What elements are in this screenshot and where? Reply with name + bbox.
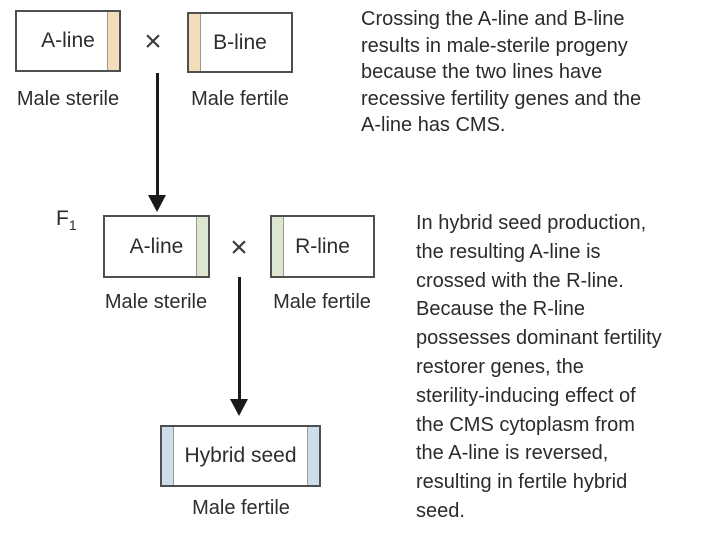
b-line-box: B-line [187, 12, 293, 73]
hybrid-seed-status: Male fertile [192, 497, 290, 519]
hybrid-seed-stripe-right [307, 427, 319, 485]
a-line-box-cross2: A-line [103, 215, 210, 278]
f1-base: F [56, 207, 69, 230]
hybrid-seed-stripe-left [162, 427, 174, 485]
arrow-line-f1-to-hybrid [238, 277, 241, 400]
r-line-status: Male fertile [273, 291, 371, 313]
f1-subscript: 1 [68, 217, 77, 234]
a-line-status-cross2: Male sterile [104, 291, 208, 313]
a-line-label: A-line [41, 29, 95, 52]
annotation-cross1: Crossing the A-line and B-line results i… [361, 8, 642, 136]
cross-symbol-2: × [230, 231, 248, 264]
r-line-box: R-line [270, 215, 375, 278]
hybrid-seed-label: Hybrid seed [184, 444, 297, 467]
arrow-head-f1-to-hybrid [230, 399, 248, 416]
r-line-stripe [272, 217, 284, 276]
r-line-label: R-line [295, 234, 350, 258]
hybrid-seed-box: Hybrid seed [160, 425, 321, 487]
a-line-cytoplasm-stripe [107, 12, 119, 70]
b-line-cytoplasm-stripe [189, 14, 201, 71]
b-line-label: B-line [213, 30, 267, 54]
annotation-cross2: In hybrid seed production, the resulting… [416, 212, 662, 522]
f1-generation-label: F1 [56, 207, 77, 233]
b-line-status: Male fertile [191, 88, 289, 110]
arrow-head-cross1-to-f1 [148, 195, 166, 212]
arrow-line-cross1-to-f1 [156, 73, 159, 196]
a-line-box-cross1: A-line [15, 10, 121, 72]
cross-symbol-1: × [144, 25, 162, 58]
a-line-status-cross1: Male sterile [16, 88, 120, 110]
a-line-f1-label: A-line [129, 234, 184, 258]
a-line-f1-stripe [196, 217, 208, 276]
